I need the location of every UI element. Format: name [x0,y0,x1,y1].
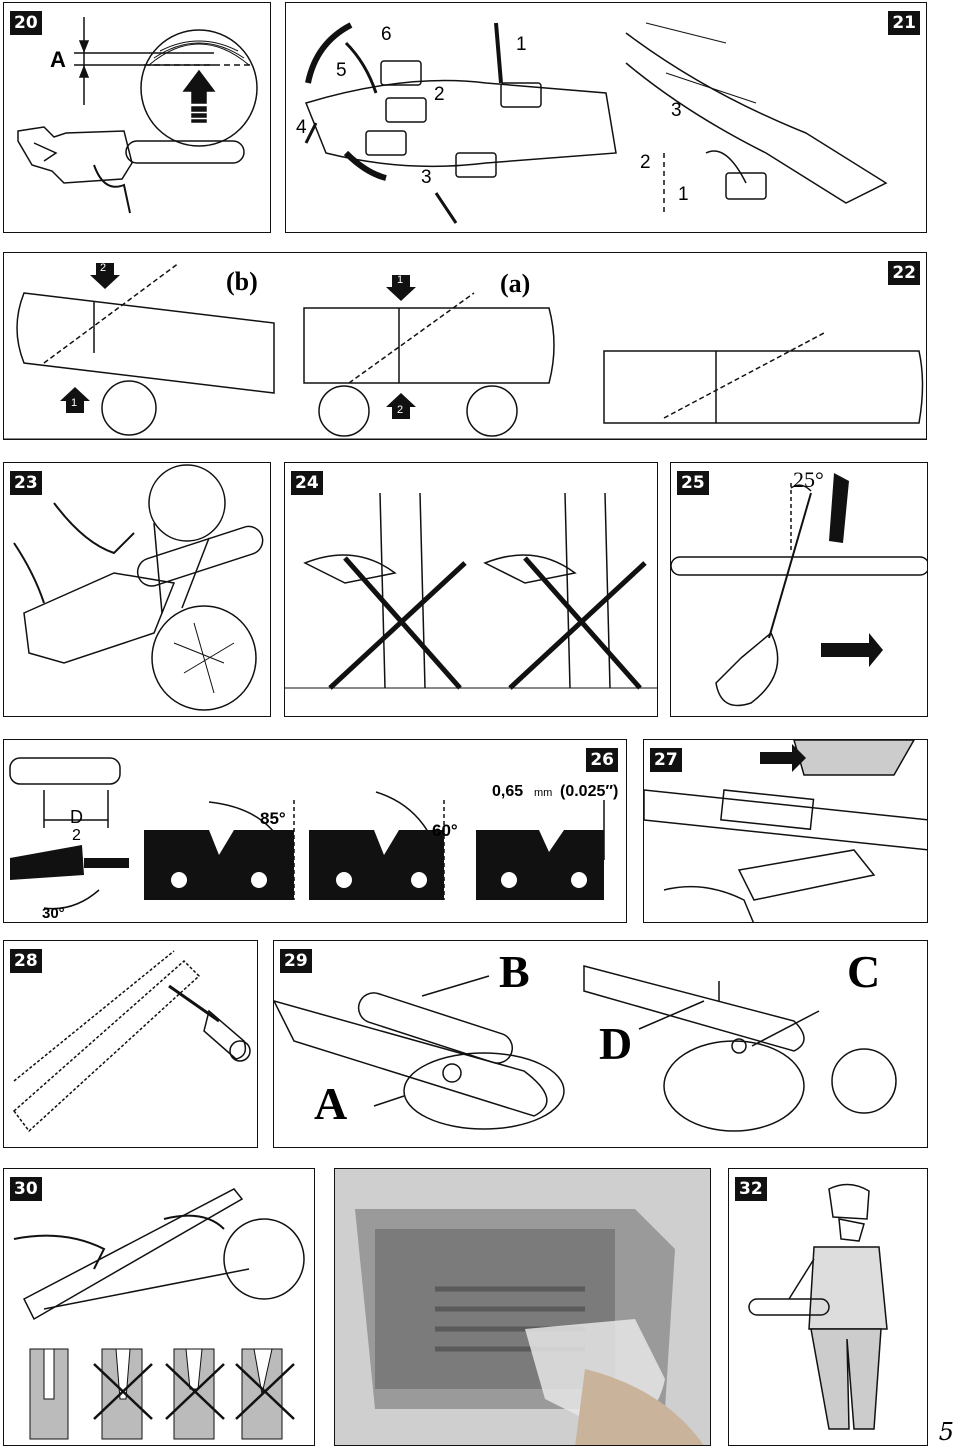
marker-1: 1 [397,274,404,286]
figure-22-illustration [4,262,926,439]
label-b: B [499,946,530,997]
figure-number: 20 [10,11,42,35]
figure-28-panel: 28 [3,940,258,1148]
figure-24-panel: 24 [284,462,658,717]
figure-number: 21 [888,11,920,35]
marker-2: 2 [397,404,404,416]
angle-85: 85° [260,809,286,828]
step-number: 3 [671,100,682,121]
depth-value: 0,65 [492,783,524,800]
label-d: D [599,1018,633,1069]
label-c: C [847,946,881,997]
step-number: 2 [640,152,651,173]
step-number: 2 [434,84,445,105]
figure-25-illustration [671,473,927,707]
figure-number: 22 [888,261,920,285]
figure-27-illustration [644,740,927,922]
figure-20-illustration [17,17,258,214]
figure-29-panel: 29 A B C D [273,940,928,1148]
marker-1: 1 [71,397,78,409]
figure-21-panel: 21 6 5 4 2 3 1 3 2 1 [285,2,927,233]
figure-number: 24 [291,471,323,495]
figure-31-photo [335,1169,710,1445]
depth-unit: mm [534,787,553,799]
step-number: 1 [678,184,689,205]
figure-number: 25 [677,471,709,495]
figure-30-panel: 30 [3,1168,315,1446]
step-number: 1 [516,34,527,55]
figure-number: 27 [650,748,682,772]
figure-24-illustration [285,492,657,690]
label-a: A [314,1078,348,1129]
step-number: 3 [421,167,432,188]
step-number: 5 [336,60,347,81]
angle-60: 60° [432,821,458,840]
step-number: 4 [296,117,307,138]
figure-number: 32 [735,1177,767,1201]
angle-30: 30° [42,905,65,922]
figure-22-panel: 22 (b) (a) 2 1 1 2 [3,252,927,440]
label-a: (a) [500,269,531,298]
figure-25-panel: 25 25° [670,462,928,717]
depth-inch: (0.025″) [560,783,619,800]
figure-26-panel: 26 D 2 30° 85° 60° 0,65 mm (0 [3,739,627,923]
page-number: 5 [938,1418,954,1446]
figure-20-panel: 20 A [3,2,271,233]
step-number: 6 [381,24,392,45]
figure-21-illustration [304,22,888,224]
angle-label: 25° [793,467,824,492]
figure-number: 28 [10,949,42,973]
dimension-divisor: 2 [72,827,81,844]
figure-23-panel: 23 [3,462,271,717]
label-a: A [50,47,66,72]
figure-number: 23 [10,471,42,495]
figure-32-illustration [748,1183,888,1430]
figure-27-panel: 27 [643,739,928,923]
figure-23-illustration [13,464,264,711]
label-b: (b) [226,267,258,296]
dimension-d: D [70,807,83,827]
figure-number: 29 [280,949,312,973]
marker-2: 2 [100,262,107,274]
figure-28-illustration [12,950,251,1133]
figure-number: 30 [10,1177,42,1201]
figure-26-illustration [9,757,605,910]
figure-32-panel: 32 [728,1168,928,1446]
figure-number: 26 [586,748,618,772]
figure-30-illustration [13,1188,305,1440]
figure-31-panel: 31 [334,1168,711,1446]
figure-29-illustration [274,965,897,1132]
